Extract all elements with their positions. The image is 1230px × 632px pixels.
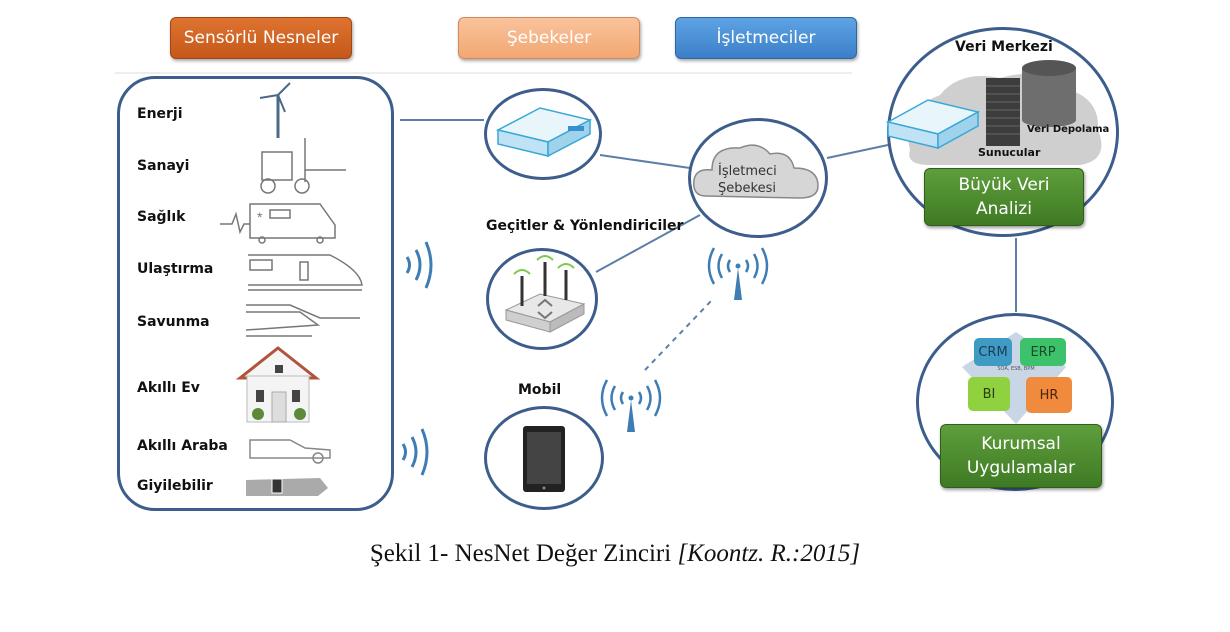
big-data-analytics-box: Büyük Veri Analizi <box>924 168 1084 226</box>
cell-tower-icon <box>600 379 662 432</box>
tablet-icon <box>523 426 565 492</box>
house-icon <box>235 346 321 423</box>
smartwatch-icon <box>246 478 328 496</box>
sensor-label-energy: Enerji <box>137 106 183 122</box>
erp-tile: ERP <box>1020 338 1066 366</box>
gateway-device-icon <box>885 99 981 150</box>
caption-text: Şekil 1- NesNet Değer Zinciri <box>369 540 678 567</box>
hr-tile: HR <box>1026 377 1072 413</box>
sensor-label-smart-home: Akıllı Ev <box>137 380 200 396</box>
bi-tile: BI <box>968 377 1010 411</box>
forklift-icon <box>260 138 346 194</box>
cloud-icon <box>693 144 819 199</box>
gateways-routers-label: Geçitler & Yönlendiriciler <box>486 218 684 234</box>
servers-label: Sunucular <box>978 146 1041 159</box>
enterprise-apps-box: Kurumsal Uygulamalar <box>940 424 1102 488</box>
router-icon <box>504 255 586 333</box>
wireless-signal-icon <box>405 241 433 289</box>
mobile-label: Mobil <box>518 382 562 398</box>
data-storage-label: Veri Depolama <box>1027 124 1110 135</box>
wireless-signal-icon <box>401 428 429 476</box>
car-icon <box>249 439 331 464</box>
enterprise-apps-line2: Uygulamalar <box>966 458 1076 478</box>
sensor-label-industry: Sanayi <box>137 158 190 174</box>
gateway-device-icon <box>495 107 593 158</box>
figure-caption: Şekil 1- NesNet Değer Zinciri [Koontz. R… <box>0 540 1230 568</box>
line-operator-datacenter <box>826 144 889 159</box>
caption-citation: [Koontz. R.:2015] <box>677 540 861 567</box>
sensor-label-defense: Savunma <box>137 314 210 330</box>
header-sensor-objects: Sensörlü Nesneler <box>170 17 352 59</box>
tank-icon <box>245 304 360 337</box>
server-rack-icon <box>986 78 1020 146</box>
line-router-operator <box>595 214 701 273</box>
operator-network-label: İşletmeci Şebekesi <box>718 163 777 197</box>
middleware-label: SOA, ESB, BPM <box>997 366 1035 372</box>
sensor-label-health: Sağlık <box>137 209 186 225</box>
train-icon <box>248 254 363 291</box>
operator-network-line1: İşletmeci <box>718 164 777 179</box>
wind-turbine-icon <box>259 82 291 138</box>
cell-tower-icon <box>707 247 769 300</box>
sensor-label-wearable: Giyilebilir <box>137 478 213 494</box>
big-data-analytics-line1: Büyük Veri <box>958 175 1050 195</box>
storage-cylinder-icon <box>1022 60 1076 127</box>
sensor-label-transport: Ulaştırma <box>137 261 214 277</box>
sensor-objects-panel <box>117 76 394 511</box>
operator-network-line2: Şebekesi <box>718 181 776 196</box>
ambulance-icon: * <box>220 203 336 244</box>
sensor-label-smart-car: Akıllı Araba <box>137 438 228 454</box>
enterprise-apps-line1: Kurumsal <box>981 434 1061 454</box>
line-mobile-tower-dashed <box>644 299 713 371</box>
data-center-title: Veri Merkezi <box>955 39 1053 55</box>
crm-tile: CRM <box>974 338 1012 366</box>
svg-text:*: * <box>257 209 263 225</box>
mobile-circle <box>484 406 604 510</box>
line-gateway-operator <box>599 154 691 169</box>
header-networks: Şebekeler <box>458 17 640 59</box>
big-data-analytics-line2: Analizi <box>976 199 1032 219</box>
header-operators: İşletmeciler <box>675 17 857 59</box>
